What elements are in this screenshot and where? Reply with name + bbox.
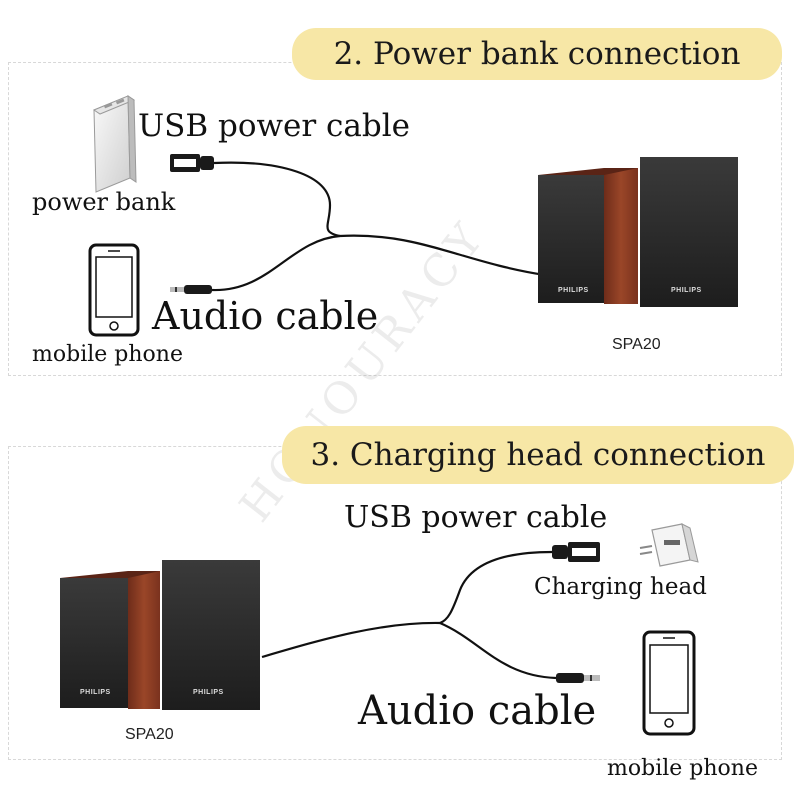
speaker-left-icon <box>538 168 638 304</box>
audio-cable-line <box>211 234 341 292</box>
speaker-brand-label: PHILIPS <box>80 689 111 696</box>
speaker-right-icon <box>162 560 260 710</box>
speaker-brand-label: PHILIPS <box>193 689 224 696</box>
mobile-phone-label: mobile phone <box>607 756 758 781</box>
speaker-left-icon <box>60 571 160 709</box>
audio-cable-line <box>439 621 557 680</box>
audio-jack-icon <box>556 673 600 683</box>
charging-head-icon <box>639 523 699 567</box>
power-bank-label: power bank <box>32 188 176 216</box>
audio-cable-label: Audio cable <box>152 294 379 338</box>
main-cable-line <box>339 234 546 277</box>
charging-head-label: Charging head <box>534 574 707 600</box>
power-bank-icon <box>92 95 137 193</box>
main-cable-line <box>261 621 441 659</box>
speaker-right-icon <box>640 157 738 307</box>
usb-power-cable-label: USB power cable <box>138 108 411 144</box>
mobile-phone-icon <box>88 243 140 337</box>
usb-cable-line <box>213 161 341 238</box>
speaker-model-label: SPA20 <box>125 726 174 743</box>
usb-plug-icon <box>170 154 214 172</box>
speaker-brand-label: PHILIPS <box>558 287 589 294</box>
section-title: 2. Power bank connection <box>292 28 782 80</box>
mobile-phone-label: mobile phone <box>32 342 183 367</box>
usb-power-cable-label: USB power cable <box>344 500 608 535</box>
audio-cable-label: Audio cable <box>358 688 597 734</box>
section-title: 3. Charging head connection <box>282 426 794 484</box>
usb-plug-icon <box>552 542 600 562</box>
speaker-brand-label: PHILIPS <box>671 287 702 294</box>
mobile-phone-icon <box>642 630 696 736</box>
audio-jack-icon <box>170 285 212 294</box>
speaker-model-label: SPA20 <box>612 336 661 353</box>
usb-cable-line <box>439 550 553 625</box>
